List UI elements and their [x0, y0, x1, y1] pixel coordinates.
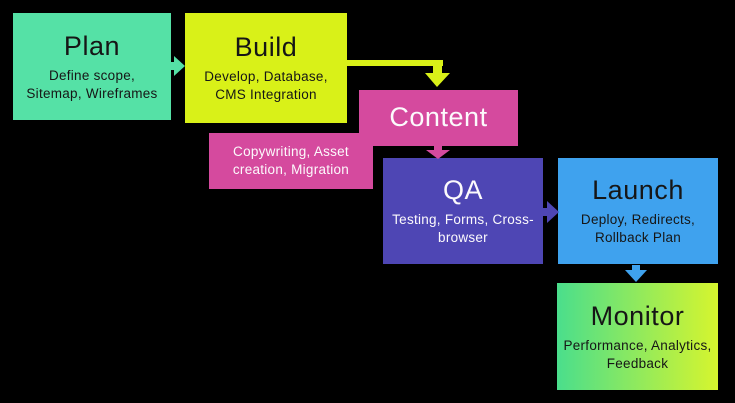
node-qa-subtitle-line: browser [438, 230, 488, 246]
node-plan-subtitle-line: Define scope, [48, 67, 136, 83]
node-plan-title: Plan [63, 30, 121, 61]
node-content: Content [359, 90, 518, 146]
node-plan-subtitle-line: Sitemap, Wireframes [26, 85, 158, 101]
node-launch-subtitle-line: Rollback Plan [594, 230, 682, 246]
node-monitor: Monitor Performance, Analytics, Feedback [557, 283, 718, 390]
node-build-subtitle-line: CMS Integration [215, 87, 317, 103]
node-qa: QA Testing, Forms, Cross- browser [383, 158, 543, 264]
node-build: Build Develop, Database, CMS Integration [185, 13, 347, 123]
arrow-down-icon [625, 265, 647, 282]
node-qa-title: QA [442, 175, 484, 206]
elbow-arrow-down-icon [347, 60, 450, 87]
node-launch-subtitle-line: Deploy, Redirects, [580, 212, 696, 228]
arrow-right-icon [170, 56, 185, 76]
arrow-right-icon [543, 201, 559, 223]
arrow-down-icon [426, 146, 450, 159]
node-monitor-subtitle-line: Performance, Analytics, [563, 337, 712, 353]
node-content-note-line: Copywriting, Asset [233, 144, 349, 160]
node-content-note-line: creation, Migration [232, 162, 350, 177]
node-build-title: Build [234, 32, 298, 63]
node-monitor-title: Monitor [590, 300, 685, 331]
node-monitor-subtitle-line: Feedback [606, 355, 669, 371]
node-launch: Launch Deploy, Redirects, Rollback Plan [558, 158, 718, 264]
node-content-note: Copywriting, Asset creation, Migration [209, 133, 373, 189]
node-build-subtitle-line: Develop, Database, [204, 69, 328, 85]
node-content-title: Content [389, 102, 488, 133]
node-qa-subtitle-line: Testing, Forms, Cross- [392, 212, 534, 228]
node-plan: Plan Define scope, Sitemap, Wireframes [13, 13, 171, 120]
node-launch-title: Launch [592, 175, 684, 206]
